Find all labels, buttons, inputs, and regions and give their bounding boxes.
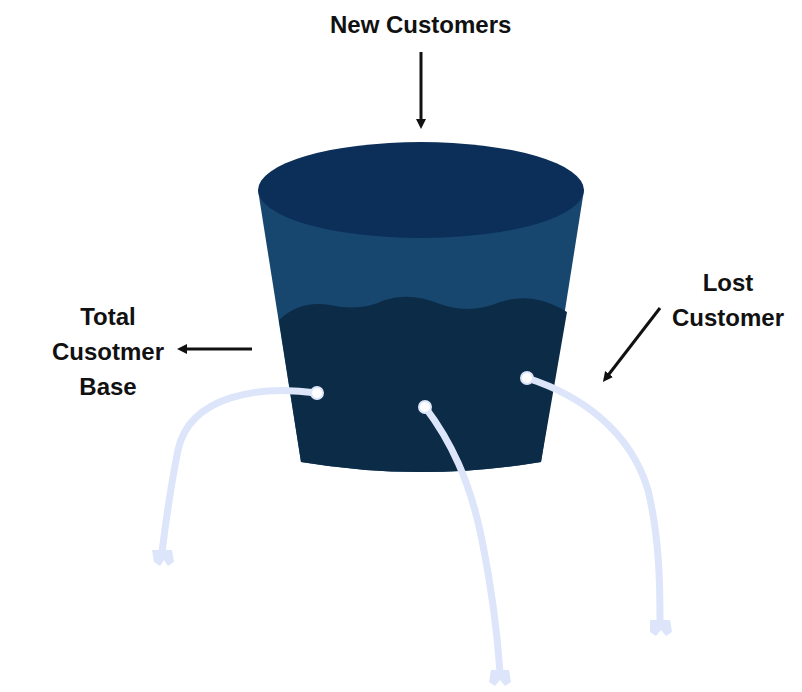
top-label: New Customers — [330, 7, 511, 42]
left-label: Total Cusotmer Base — [52, 299, 164, 404]
right-label: Lost Customer — [672, 265, 784, 335]
